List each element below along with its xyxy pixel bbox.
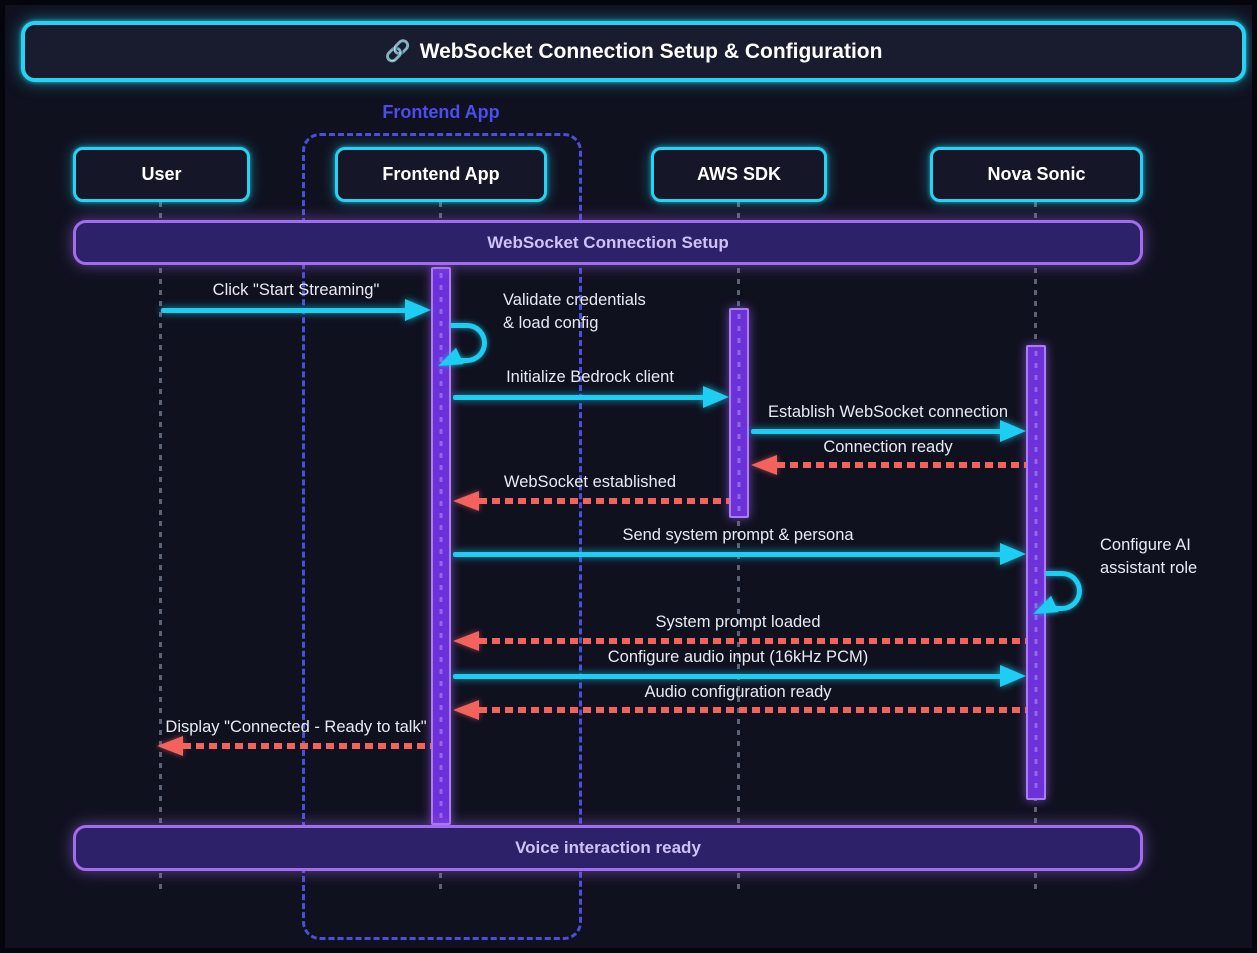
dashed-arrow-line bbox=[479, 707, 1026, 713]
diagram-title-bar: 🔗 WebSocket Connection Setup & Configura… bbox=[21, 21, 1246, 82]
arrowhead-left-icon bbox=[453, 491, 479, 511]
group-label-frontend-app: Frontend App bbox=[382, 102, 500, 122]
self-loop-icon bbox=[451, 323, 487, 363]
actor-nova-sonic: Nova Sonic bbox=[930, 147, 1143, 202]
arrowhead-right-icon bbox=[703, 386, 729, 408]
dashed-arrow-line bbox=[183, 743, 431, 749]
message-audio-configuration-ready: Audio configuration ready bbox=[644, 683, 832, 701]
arrowhead-right-icon bbox=[1000, 665, 1026, 687]
message-configure-ai-assistant-role: Configure AI assistant role bbox=[1100, 536, 1198, 577]
message-websocket-established: WebSocket established bbox=[503, 473, 677, 491]
message-connection-ready: Connection ready bbox=[823, 438, 953, 456]
lifeline-aws-sdk bbox=[737, 202, 740, 893]
arrow-line bbox=[161, 308, 409, 313]
arrowhead-left-icon bbox=[453, 631, 479, 651]
actor-frontend-app-label: Frontend App bbox=[382, 164, 500, 184]
activation-aws-sdk bbox=[729, 308, 749, 518]
message-send-system-prompt: Send system prompt & persona bbox=[622, 526, 854, 544]
dashed-arrow-line bbox=[777, 462, 1026, 468]
arrow-line bbox=[453, 552, 1004, 557]
arrowhead-right-icon bbox=[1000, 543, 1026, 565]
arrow-line bbox=[453, 674, 1004, 679]
actor-frontend-app: Frontend App bbox=[335, 147, 547, 202]
banner-top-label: WebSocket Connection Setup bbox=[487, 232, 729, 252]
activation-nova-sonic bbox=[1026, 345, 1046, 800]
arrow-line bbox=[751, 429, 1004, 434]
diagram-title: WebSocket Connection Setup & Configurati… bbox=[419, 39, 883, 63]
arrow-line bbox=[453, 395, 707, 400]
actor-user-label: User bbox=[141, 164, 182, 184]
message-configure-audio-input: Configure audio input (16kHz PCM) bbox=[607, 648, 869, 666]
link-icon: 🔗 bbox=[384, 39, 411, 63]
message-validate-credentials: Validate credentials & load config bbox=[503, 291, 646, 332]
dashed-arrow-line bbox=[479, 638, 1026, 644]
activation-frontend-app bbox=[431, 267, 451, 825]
arrowhead-left-icon bbox=[157, 736, 183, 756]
actor-aws-sdk-label: AWS SDK bbox=[696, 164, 781, 184]
banner-bottom-label: Voice interaction ready bbox=[515, 838, 701, 857]
message-display-connected: Display "Connected - Ready to talk" bbox=[165, 718, 427, 736]
message-establish-websocket-connection: Establish WebSocket connection bbox=[768, 403, 1008, 421]
group-frame-frontend-app bbox=[302, 133, 582, 940]
arrowhead-right-icon bbox=[1000, 420, 1026, 442]
self-loop-icon bbox=[1046, 571, 1082, 611]
arrowhead-left-icon bbox=[453, 700, 479, 720]
banner-websocket-connection-setup: WebSocket Connection Setup bbox=[73, 220, 1143, 265]
message-system-prompt-loaded: System prompt loaded bbox=[655, 613, 821, 631]
banner-voice-interaction-ready: Voice interaction ready bbox=[73, 825, 1143, 871]
message-click-start-streaming: Click "Start Streaming" bbox=[212, 281, 380, 299]
actor-aws-sdk: AWS SDK bbox=[651, 147, 827, 202]
actor-nova-sonic-label: Nova Sonic bbox=[987, 164, 1086, 184]
actor-user: User bbox=[73, 147, 250, 202]
arrowhead-left-icon bbox=[751, 455, 777, 475]
dashed-arrow-line bbox=[479, 498, 729, 504]
lifeline-user bbox=[159, 202, 162, 893]
message-initialize-bedrock-client: Initialize Bedrock client bbox=[506, 368, 674, 386]
arrowhead-right-icon bbox=[405, 299, 431, 321]
